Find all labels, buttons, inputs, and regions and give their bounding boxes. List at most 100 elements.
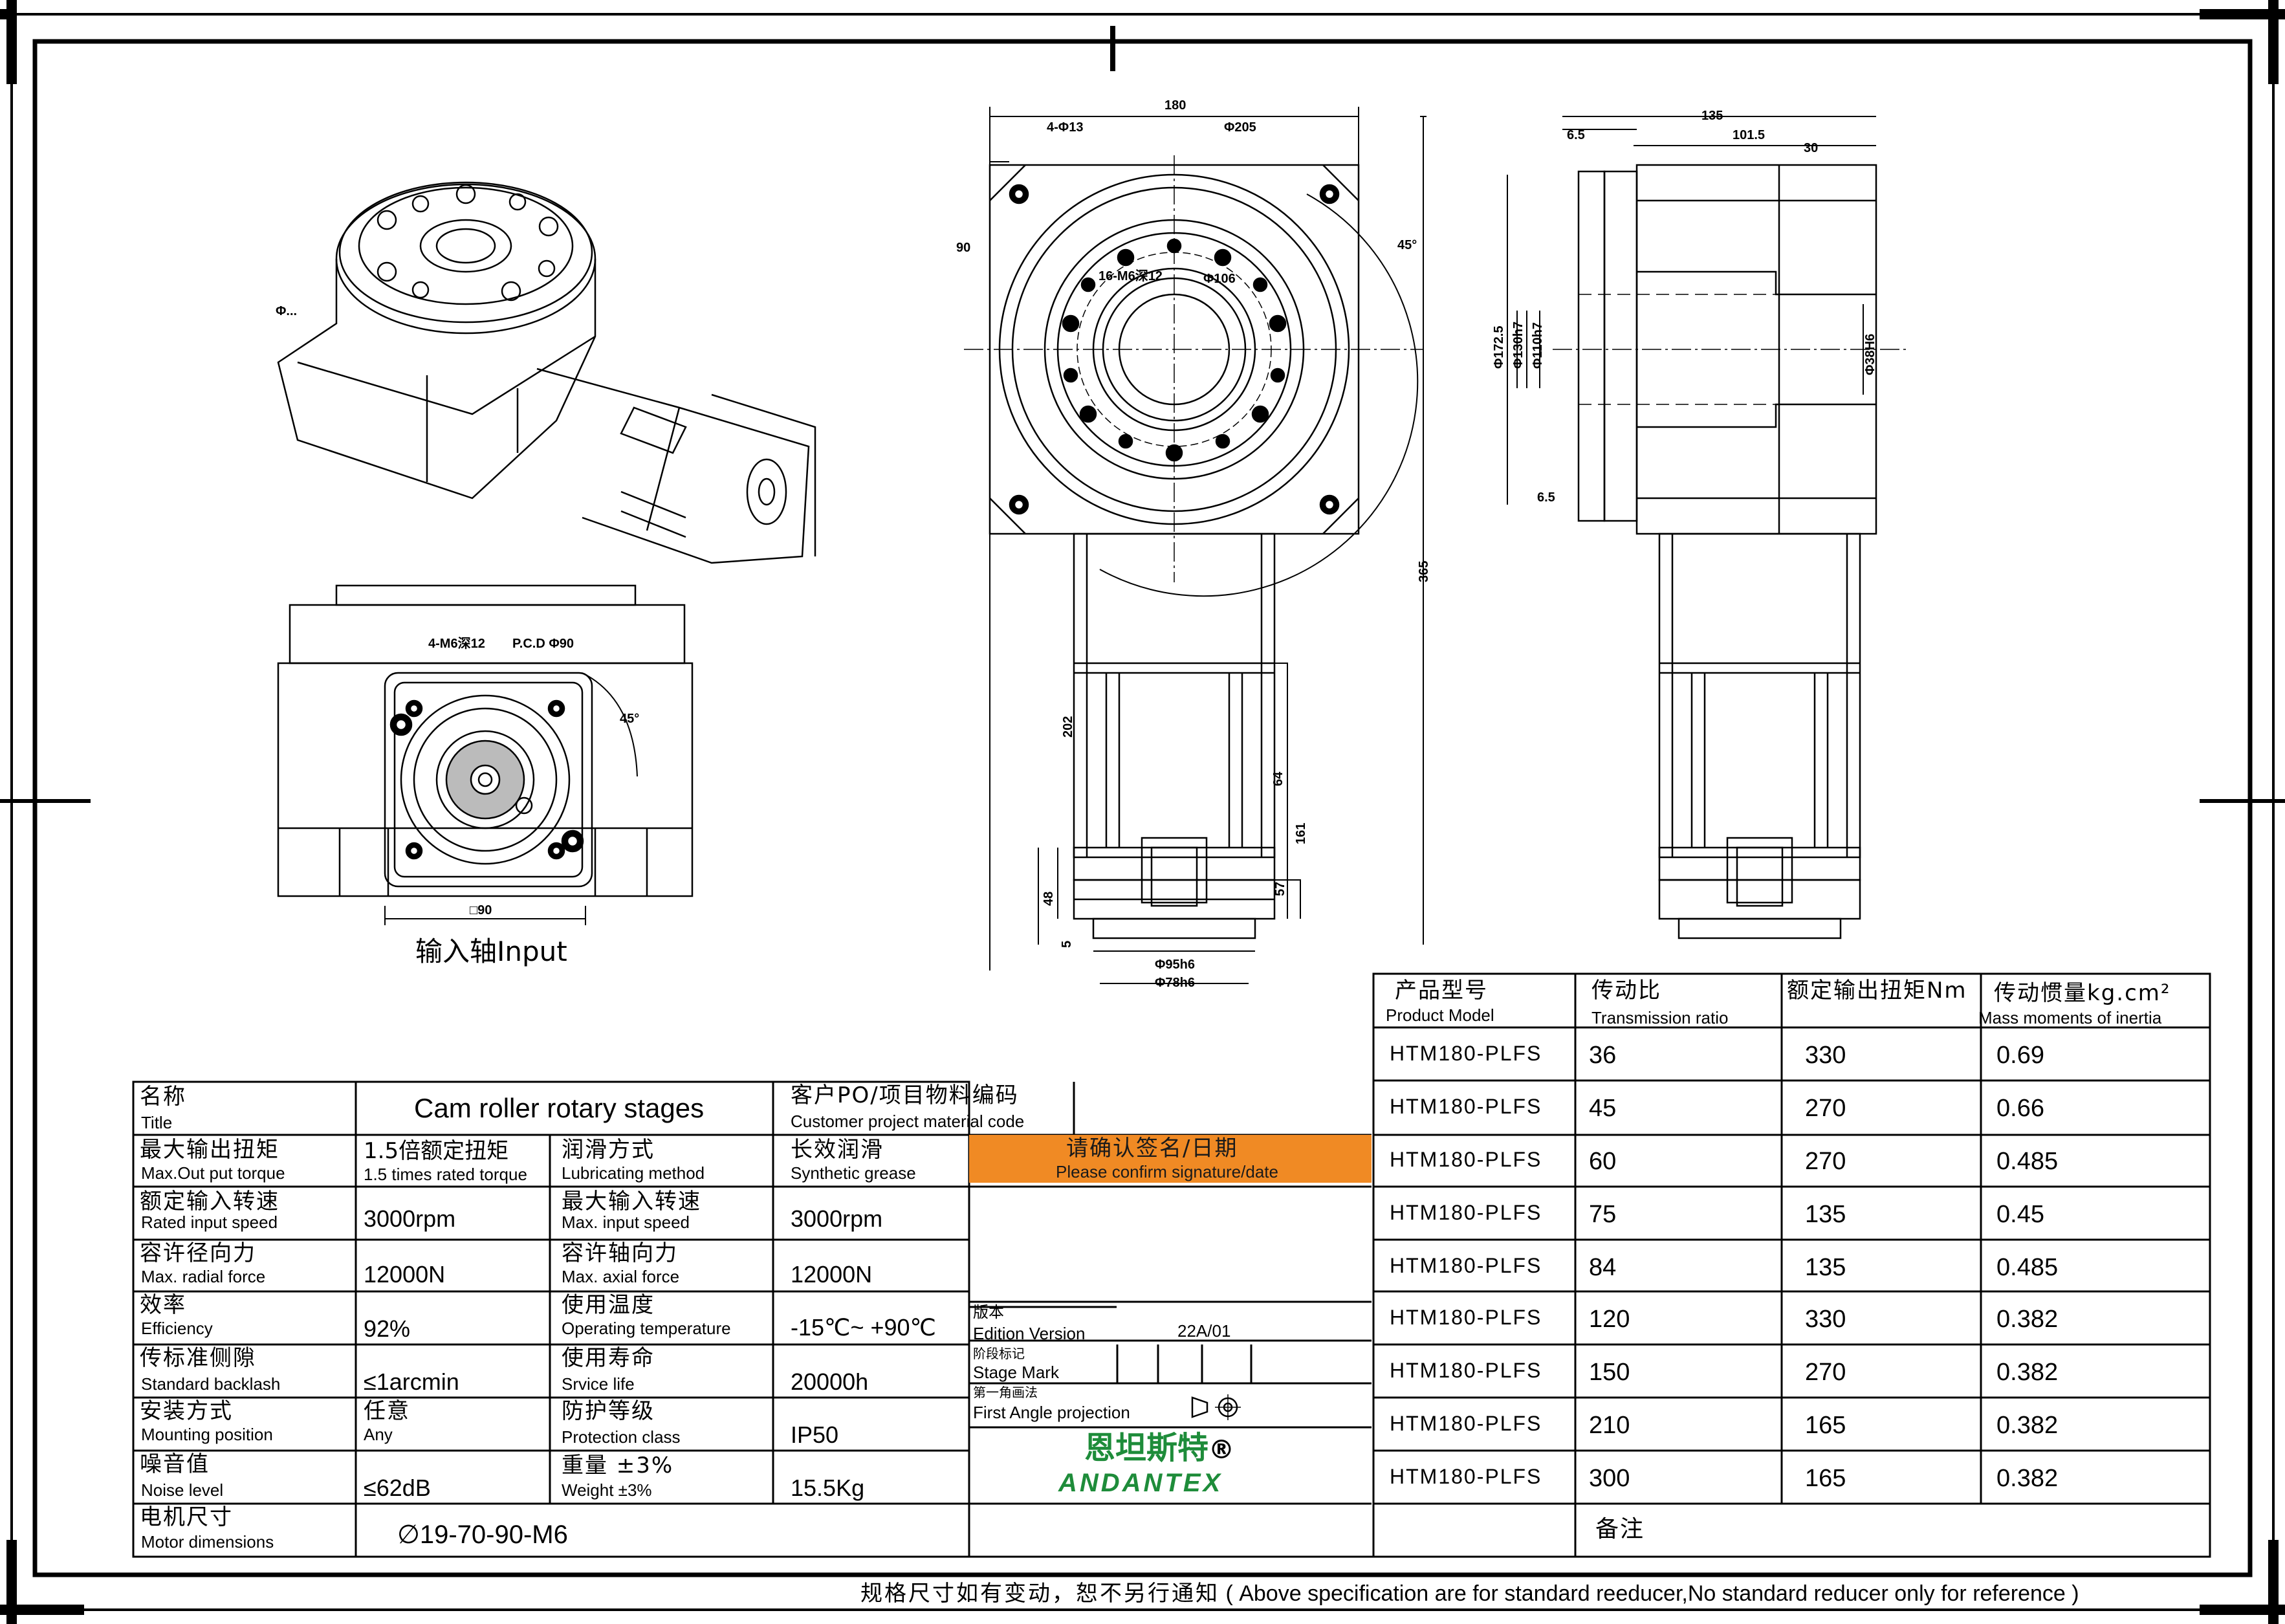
dim-len-64: 64 [1271,771,1285,786]
dim-dia-78: Φ78h6 [1155,976,1196,990]
brand-en: ANDANTEX [1058,1469,1223,1497]
model-row-5-rated-torque: 330 [1805,1306,1846,1333]
edition-cn: 版本 [973,1303,1004,1321]
stage-en: Stage Mark [973,1363,1059,1382]
dim-d130: Φ130h7 [1511,321,1525,369]
spec-row-3-en2: Operating temperature [562,1319,731,1338]
spec-row-6-value2: 15.5Kg [791,1475,865,1501]
dim-s135: 135 [1701,109,1723,123]
edition-en: Edition Version [973,1324,1086,1343]
model-row-2-transmission-ratio: 60 [1589,1148,1617,1175]
model-row-7-model-name: HTM180-PLFS [1390,1412,1542,1435]
spec-row-0-en: Max.Out put torque [141,1163,285,1183]
dim-side-90: 90 [956,241,971,255]
confirm-highlight [969,1135,1372,1183]
spec-row-4-cn2: 使用寿命 [562,1345,655,1371]
spec-row-2-en2: Max. axial force [562,1267,680,1286]
dim-in-45: 45° [620,712,640,726]
brand-reg: ® [1208,1435,1235,1465]
brand-cn: 恩坦斯特® [1084,1432,1234,1464]
model-row-1-transmission-ratio: 45 [1589,1095,1617,1122]
spec-table-grid [132,1081,1075,1558]
spec-row-6-cn: 噪音值 [140,1451,210,1477]
footer-note: 规格尺寸如有变动，恕不另行通知 ( Above specification ar… [860,1583,2079,1605]
model-header-3-cn: 传动惯量kg.cm² [1994,980,2171,1006]
customer-en: Customer project material code [791,1112,1025,1131]
spec-row-1-cn2: 最大输入转速 [562,1189,701,1214]
spec-row-3-cn2: 使用温度 [562,1292,655,1318]
spec-row-2-en: Max. radial force [141,1267,266,1286]
spec-row-4-en2: Srvice life [562,1374,635,1394]
dim-in-sq: □90 [470,903,492,917]
model-header-1-cn: 传动比 [1591,978,1661,1004]
model-row-5-transmission-ratio: 120 [1589,1306,1630,1333]
model-row-3-model-name: HTM180-PLFS [1390,1201,1542,1224]
spec-row-3-cn: 效率 [140,1292,186,1318]
spec-row-0-value-en: 1.5 times rated torque [364,1165,527,1184]
dim-width-180: 180 [1164,98,1186,113]
dim-m6: 16-M6深12 [1099,269,1163,283]
motor-en: Motor dimensions [141,1532,274,1552]
model-row-6-rated-torque: 270 [1805,1359,1846,1386]
model-row-6-inertia: 0.382 [1996,1359,2059,1386]
dim-len-5: 5 [1060,940,1074,948]
spec-row-5-value-en: Any [364,1425,393,1444]
model-row-4-transmission-ratio: 84 [1589,1254,1617,1281]
spec-row-3-value: 92% [364,1315,411,1342]
dim-s65: 6.5 [1567,128,1585,142]
model-row-3-transmission-ratio: 75 [1589,1201,1617,1228]
projection-symbol [1191,1394,1241,1420]
dim-len-48: 48 [1042,891,1056,906]
dim-len-57: 57 [1273,881,1287,896]
spec-row-0-cn: 最大输出扭矩 [140,1137,279,1163]
model-row-7-rated-torque: 165 [1805,1412,1846,1439]
dim-s30: 30 [1804,141,1819,155]
brand-cn-text: 恩坦斯特 [1084,1430,1209,1466]
model-row-1-inertia: 0.66 [1996,1095,2044,1122]
footer-note-en: ( Above specification are for standard r… [1225,1581,2079,1606]
spec-row-1-value: 3000rpm [364,1205,456,1232]
model-row-8-model-name: HTM180-PLFS [1390,1465,1542,1488]
model-row-7-transmission-ratio: 210 [1589,1412,1630,1439]
model-row-3-inertia: 0.45 [1996,1201,2044,1228]
dim-dia-205: Φ205 [1224,120,1256,135]
model-row-5-model-name: HTM180-PLFS [1390,1306,1542,1329]
spec-row-5-en: Mounting position [141,1425,273,1444]
model-row-8-inertia: 0.382 [1996,1465,2059,1492]
footer-note-cn: 规格尺寸如有变动，恕不另行通知 [860,1581,1219,1607]
dim-in-pcd: P.C.D Φ90 [512,637,574,651]
dim-s1015: 101.5 [1733,128,1766,142]
dim-len-202: 202 [1061,716,1075,738]
title-cn: 名称 [140,1084,186,1110]
title-value: Cam roller rotary stages [414,1093,705,1123]
input-view-caption: 输入轴Input [415,936,567,967]
motor-value: ∅19-70-90-M6 [397,1520,568,1549]
spec-row-3-en: Efficiency [141,1319,213,1338]
spec-row-6-value: ≤62dB [364,1475,431,1501]
spec-row-0-value2-en: Synthetic grease [791,1163,916,1183]
model-row-7-inertia: 0.382 [1996,1412,2059,1439]
motor-cn: 电机尺寸 [140,1504,233,1530]
iso-view [277,181,816,564]
spec-row-6-en2: Weight ±3% [562,1480,652,1500]
dim-hole-4: 4-Φ13 [1047,120,1084,135]
model-header-3-en: Mass moments of inertia [1978,1008,2162,1027]
corner-mark-tr [2200,0,2285,84]
dim-d172: Φ172.5 [1492,325,1506,369]
spec-row-5-value-cn: 任意 [364,1398,410,1424]
model-row-2-rated-torque: 270 [1805,1148,1846,1175]
model-row-8-rated-torque: 165 [1805,1465,1846,1492]
model-row-4-inertia: 0.485 [1996,1254,2059,1281]
corner-mark-bl [0,1540,84,1624]
model-row-2-model-name: HTM180-PLFS [1390,1148,1542,1171]
dim-in-4m6: 4-M6深12 [428,637,485,651]
corner-mark-br [2200,1540,2285,1624]
spec-row-5-cn2: 防护等级 [562,1398,655,1424]
spec-row-2-value: 12000N [364,1261,446,1288]
spec-row-4-value2: 20000h [791,1368,869,1395]
model-row-0-transmission-ratio: 36 [1589,1042,1617,1069]
model-row-2-inertia: 0.485 [1996,1148,2059,1175]
model-header-2-cn: 额定输出扭矩Nm [1787,978,1967,1004]
model-header-0-cn: 产品型号 [1395,978,1488,1004]
